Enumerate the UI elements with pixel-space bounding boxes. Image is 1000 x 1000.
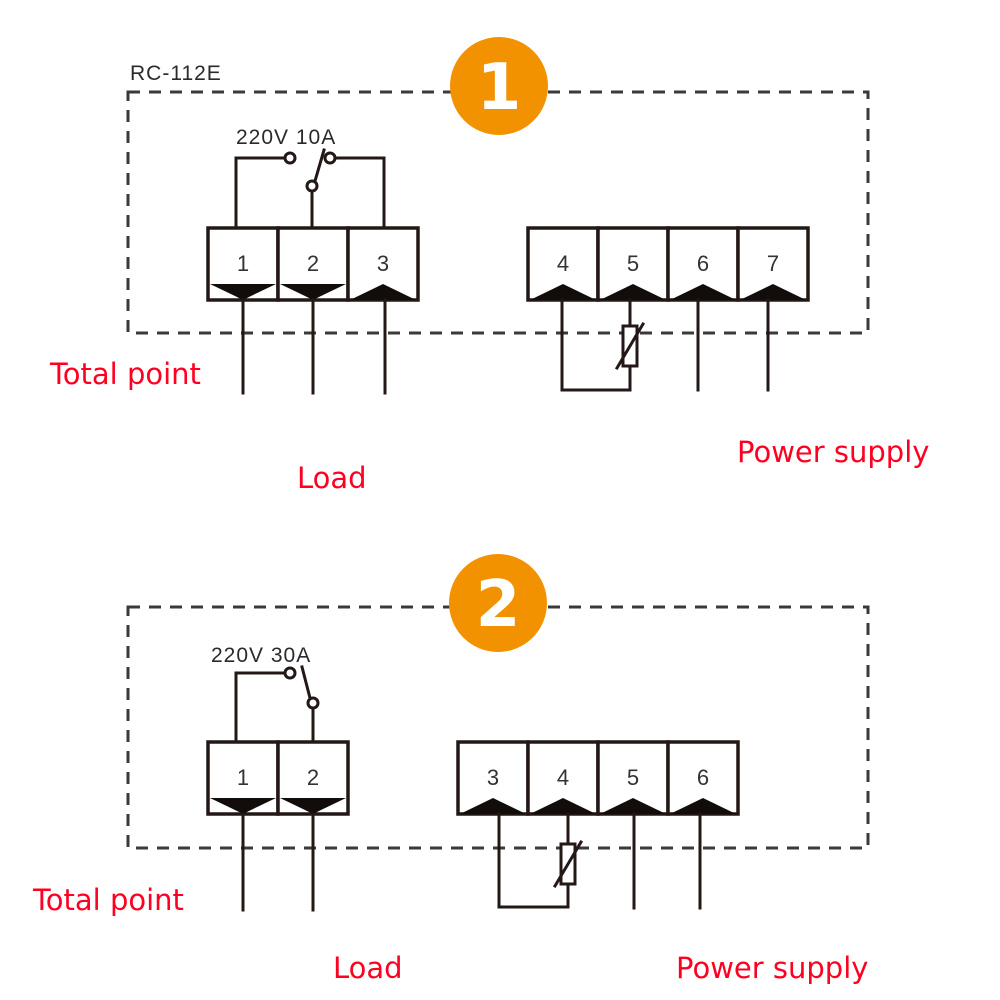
sensor-loop-wire [497, 812, 570, 909]
controller-outline [126, 90, 870, 335]
sensor-power-terminal-block: 4 5 6 7 [526, 226, 810, 302]
common-contact [306, 696, 320, 710]
connector-down-icon [280, 798, 346, 814]
connector-up-icon [530, 798, 596, 814]
connector-up-icon [600, 798, 666, 814]
terminal-4: 4 [526, 226, 600, 302]
terminal-4: 4 [526, 740, 600, 816]
switch-blade [313, 148, 326, 183]
load-label: Load [297, 461, 367, 495]
connector-up-icon [670, 284, 736, 300]
terminal-number: 7 [767, 251, 779, 276]
connector-up-icon [600, 284, 666, 300]
relay-rating-label: 220V 10A [236, 126, 336, 149]
wire-terminal1-to-contact [234, 671, 286, 744]
total-point-label: Total point [32, 883, 184, 917]
terminal-1: 1 [206, 740, 280, 816]
terminal-3: 3 [456, 740, 530, 816]
switch-blade [300, 665, 312, 700]
terminal-leads [241, 298, 770, 395]
connector-up-icon [670, 798, 736, 814]
connector-up-icon [530, 284, 596, 300]
temperature-sensor [497, 812, 584, 909]
connector-up-icon [460, 798, 526, 814]
badge-1: 1 [450, 37, 548, 135]
terminal-2: 2 [276, 226, 350, 302]
connector-up-icon [350, 284, 416, 300]
open-contact [283, 666, 297, 680]
terminal-number: 3 [487, 765, 499, 790]
terminal-number: 5 [627, 251, 639, 276]
sensor-loop-wire [560, 298, 632, 392]
terminal-number: 1 [237, 251, 249, 276]
badge-circle [450, 37, 548, 135]
relay-rating-label: 220V 30A [211, 644, 311, 667]
terminal-number: 2 [307, 765, 319, 790]
model-label: RC-112E [130, 62, 222, 85]
temperature-sensor [560, 298, 646, 392]
nc-contact [283, 151, 297, 165]
badge-circle [449, 554, 547, 652]
power-supply-label: Power supply [676, 951, 868, 985]
relay-switch [234, 148, 386, 230]
terminal-7: 7 [736, 226, 810, 302]
wiring-diagram-1: RC-112E 1 220V 10A 1 2 3 4 5 6 7 [49, 37, 929, 495]
connector-down-icon [280, 284, 346, 300]
common-contact [305, 179, 319, 193]
terminal-5: 5 [596, 740, 670, 816]
total-point-label: Total point [49, 357, 201, 391]
terminal-5: 5 [596, 226, 670, 302]
thermistor-variable-slash [614, 321, 646, 371]
connector-up-icon [740, 284, 806, 300]
terminal-6: 6 [666, 226, 740, 302]
terminal-number: 2 [307, 251, 319, 276]
terminal-leads [241, 812, 702, 912]
terminal-number: 6 [697, 251, 709, 276]
terminal-number: 1 [237, 765, 249, 790]
sensor-power-terminal-block: 3 4 5 6 [456, 740, 740, 816]
terminal-number: 6 [697, 765, 709, 790]
wire-terminal1-to-contact [234, 156, 286, 230]
terminal-1: 1 [206, 226, 280, 302]
wire-contact-to-terminal3 [334, 156, 386, 230]
connector-down-icon [210, 284, 276, 300]
connector-down-icon [210, 798, 276, 814]
badge-number: 1 [477, 51, 522, 125]
terminal-number: 4 [557, 765, 569, 790]
terminal-2: 2 [276, 740, 350, 816]
badge-2: 2 [449, 554, 547, 652]
relay-switch [234, 665, 320, 744]
badge-number: 2 [476, 568, 521, 642]
terminal-number: 4 [557, 251, 569, 276]
load-label: Load [333, 951, 403, 985]
terminal-3: 3 [346, 226, 420, 302]
relay-terminal-block: 1 2 3 [206, 226, 420, 302]
terminal-number: 3 [377, 251, 389, 276]
terminal-6: 6 [666, 740, 740, 816]
thermistor-variable-slash [552, 839, 584, 889]
no-contact [323, 151, 337, 165]
power-supply-label: Power supply [737, 435, 929, 469]
terminal-number: 5 [627, 765, 639, 790]
